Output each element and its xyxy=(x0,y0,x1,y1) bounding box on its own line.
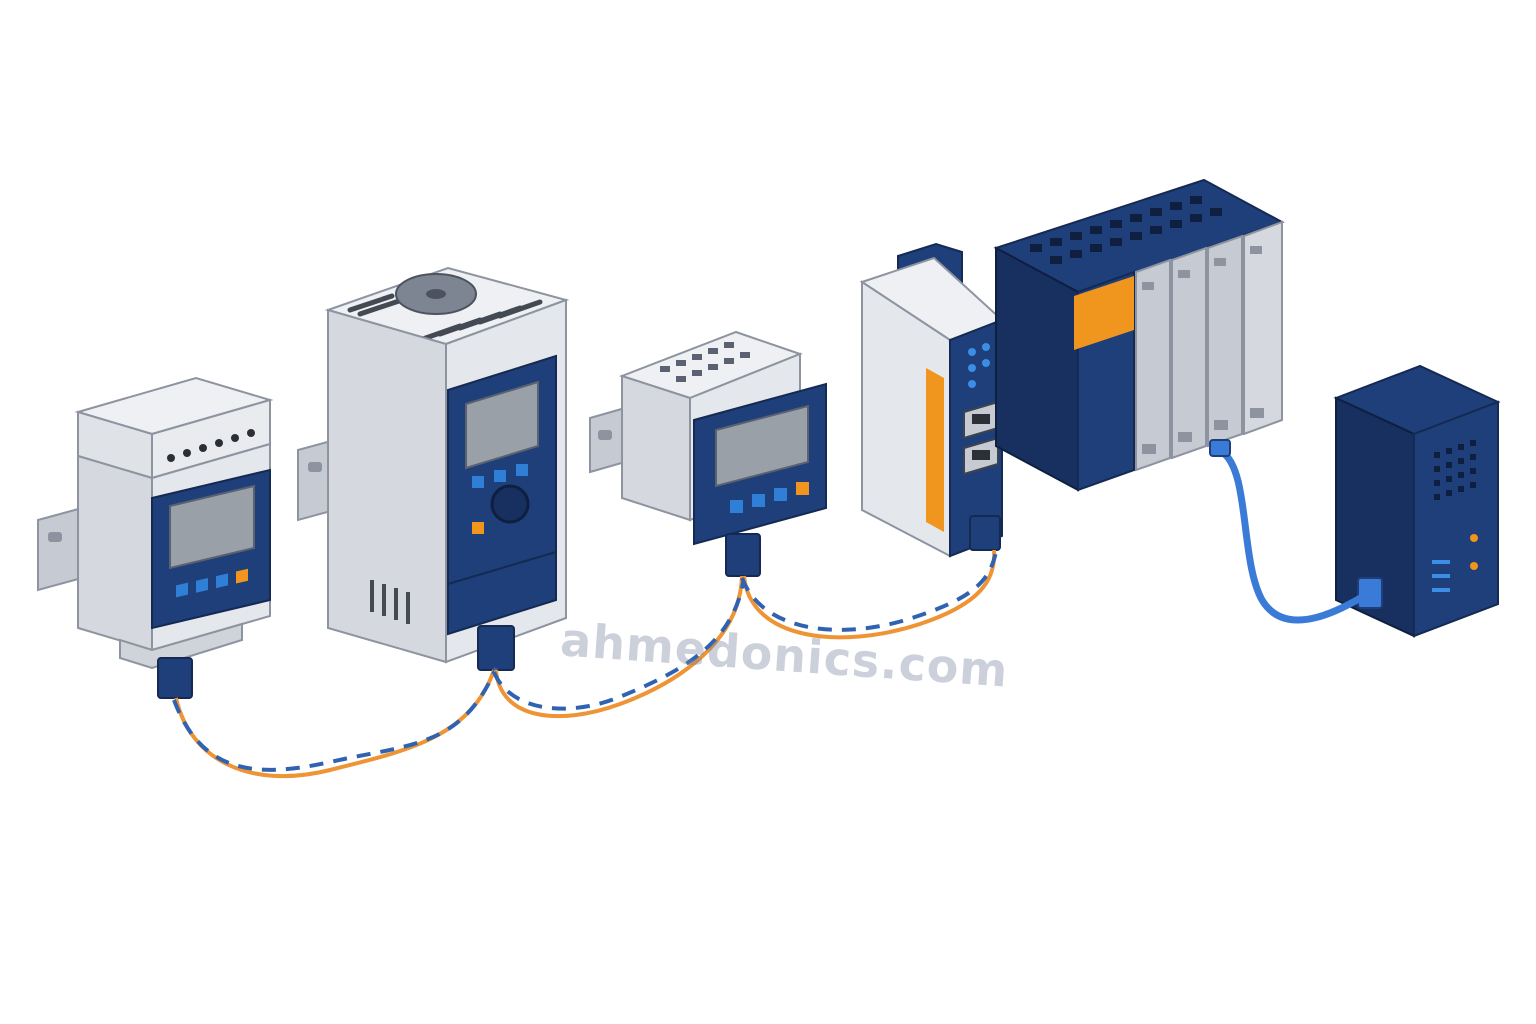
controller-buttons[interactable] xyxy=(730,482,809,513)
cable-controller-to-gateway xyxy=(740,549,998,640)
gateway-connector xyxy=(969,515,1001,551)
cable-meter-to-drive xyxy=(172,667,498,779)
meter-connector xyxy=(157,657,193,699)
ethernet-port-icon[interactable] xyxy=(963,436,999,476)
vfd-drive xyxy=(297,266,570,671)
controller-connector xyxy=(725,533,761,577)
plc-top-vents xyxy=(1030,196,1222,264)
side-vent xyxy=(370,580,410,624)
cable-drive-to-controller xyxy=(492,575,746,719)
meter-buttons[interactable] xyxy=(176,568,248,598)
io-module xyxy=(1243,220,1283,436)
server-ethernet-port[interactable] xyxy=(1357,577,1383,609)
io-module xyxy=(1207,234,1243,448)
plc-rack xyxy=(993,178,1285,492)
drive-display xyxy=(465,380,539,470)
io-module xyxy=(1171,246,1207,460)
server-vent-grid xyxy=(1434,440,1476,500)
drive-connector xyxy=(477,625,515,671)
server-leds xyxy=(1432,534,1478,592)
controller-display xyxy=(715,404,809,488)
gateway xyxy=(859,242,1004,558)
io-module xyxy=(1135,258,1171,472)
drive-knob[interactable] xyxy=(490,484,530,524)
server xyxy=(1333,364,1501,638)
gateway-status-leds xyxy=(968,343,990,388)
terminal-screws xyxy=(167,429,255,462)
energy-meter xyxy=(37,376,274,699)
meter-display xyxy=(169,484,255,570)
controller-vents xyxy=(660,342,750,382)
panel-controller xyxy=(589,330,827,577)
ethernet-cable-plc-to-server xyxy=(1209,439,1368,624)
drive-buttons[interactable] xyxy=(472,464,528,534)
fan-icon xyxy=(395,273,477,315)
